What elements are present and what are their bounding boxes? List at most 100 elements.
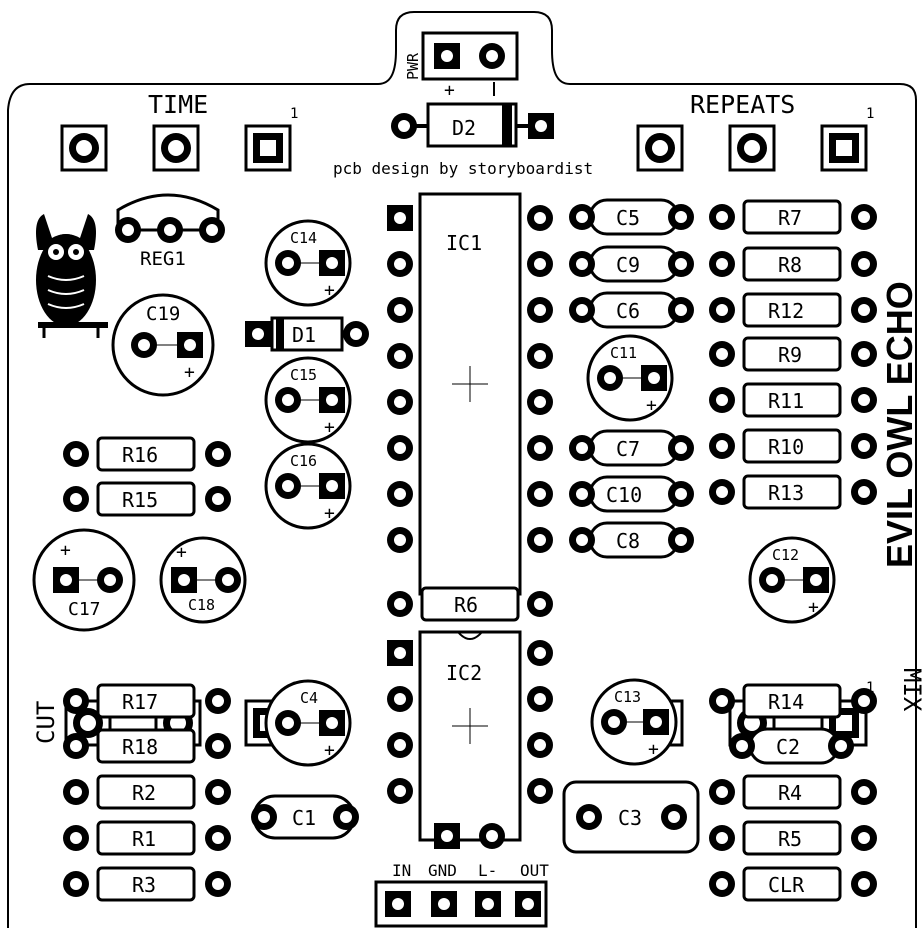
c17-label: C17 [68, 599, 101, 620]
io-label-l: L- [478, 861, 497, 880]
r14-label: R14 [768, 690, 804, 714]
resistor-r6: R6 [387, 586, 553, 622]
ic1-socket: IC1 [387, 192, 553, 596]
resistor-r16: R16 [63, 436, 231, 472]
c11-plus: + [646, 395, 657, 416]
time-pin1: 1 [290, 106, 298, 122]
capacitor-c12: C12 + [748, 536, 836, 624]
c1-label: C1 [292, 806, 316, 830]
io-label-gnd: GND [428, 861, 457, 880]
resistor-clr: CLR [709, 866, 877, 902]
reg1-label: REG1 [140, 248, 186, 270]
repeats-pin1: 1 [866, 106, 874, 122]
capacitor-c5: C5 [569, 198, 694, 236]
cut-label: CUT [32, 701, 60, 744]
r2-label: R2 [132, 781, 156, 805]
regulator-reg1: REG1 [115, 193, 225, 270]
board-title: EVIL OWL ECHO [879, 281, 920, 568]
io-header: IN GND L- OUT [374, 823, 549, 928]
mix-pin1: 1 [866, 680, 874, 696]
capacitor-c13: C13 + [590, 678, 678, 766]
c7-label: C7 [616, 437, 640, 461]
d1-label: D1 [292, 323, 316, 347]
c3-label: C3 [618, 806, 642, 830]
resistor-r15: R15 [63, 481, 231, 517]
c9-label: C9 [616, 253, 640, 277]
power-plus: + [444, 80, 455, 101]
c12-plus: + [808, 597, 819, 618]
r13-label: R13 [768, 481, 804, 505]
c4-label: C4 [300, 689, 318, 707]
resistor-r7: R7 [709, 199, 877, 235]
credit-text: pcb design by storyboardist [333, 159, 593, 178]
resistor-r1: R1 [63, 820, 231, 856]
capacitor-c16: C16 + [264, 442, 352, 530]
c15-label: C15 [290, 366, 317, 384]
resistor-r14: R14 [709, 683, 877, 719]
diode-d1: D1 [245, 316, 369, 352]
time-label: TIME [148, 90, 208, 119]
clr-label: CLR [768, 873, 805, 897]
resistor-r13: R13 [709, 474, 877, 510]
capacitor-c15: C15 + [264, 356, 352, 444]
r10-label: R10 [768, 435, 804, 459]
r4-label: R4 [778, 781, 802, 805]
resistor-r12: R12 [709, 292, 877, 328]
resistor-r2: R2 [63, 774, 231, 810]
c10-label: C10 [606, 483, 642, 507]
resistor-r17: R17 [63, 683, 231, 719]
capacitor-c14: C14 + [264, 219, 352, 307]
c11-label: C11 [610, 344, 637, 362]
r18-label: R18 [122, 735, 158, 759]
io-label-out: OUT [520, 861, 549, 880]
r8-label: R8 [778, 253, 802, 277]
c8-label: C8 [616, 529, 640, 553]
c12-label: C12 [772, 546, 799, 564]
resistor-r5: R5 [709, 820, 877, 856]
capacitor-c9: C9 [569, 245, 694, 283]
r1-label: R1 [132, 827, 156, 851]
c2-label: C2 [776, 735, 800, 759]
capacitor-c1: C1 [251, 794, 359, 840]
capacitor-c17: C17 + [32, 528, 136, 632]
r11-label: R11 [768, 389, 804, 413]
r6-label: R6 [454, 593, 478, 617]
r9-label: R9 [778, 343, 802, 367]
c5-label: C5 [616, 206, 640, 230]
diode-d2: D2 [391, 102, 554, 148]
resistor-r8: R8 [709, 246, 877, 282]
r7-label: R7 [778, 206, 802, 230]
d2-label: D2 [452, 116, 476, 140]
resistor-r18: R18 [63, 728, 231, 764]
c15-plus: + [324, 417, 335, 438]
resistor-r9: R9 [709, 336, 877, 372]
resistor-r4: R4 [709, 774, 877, 810]
power-header: PWR + [404, 31, 519, 101]
c18-label: C18 [188, 596, 215, 614]
io-label-in: IN [392, 861, 411, 880]
c6-label: C6 [616, 299, 640, 323]
mix-label: MIX [898, 668, 922, 712]
c13-label: C13 [614, 688, 641, 706]
pot-time: TIME 1 [60, 90, 298, 172]
capacitor-c7: C7 [569, 429, 694, 467]
pot-repeats: REPEATS 1 [636, 90, 874, 172]
c14-label: C14 [290, 229, 317, 247]
capacitor-c3: C3 [562, 780, 700, 854]
c14-plus: + [324, 280, 335, 301]
ic2-socket: IC2 [387, 630, 553, 842]
r17-label: R17 [122, 690, 158, 714]
r5-label: R5 [778, 827, 802, 851]
owl-logo [36, 214, 108, 338]
c17-plus: + [60, 540, 71, 561]
capacitor-c2: C2 [729, 727, 854, 765]
resistor-r3: R3 [63, 866, 231, 902]
c4-plus: + [324, 740, 335, 761]
ic2-label: IC2 [446, 661, 482, 685]
capacitor-c18: C18 + [159, 536, 247, 624]
capacitor-c11: C11 + [586, 334, 674, 422]
c18-plus: + [176, 542, 187, 563]
c16-plus: + [324, 503, 335, 524]
c19-label: C19 [146, 303, 180, 325]
